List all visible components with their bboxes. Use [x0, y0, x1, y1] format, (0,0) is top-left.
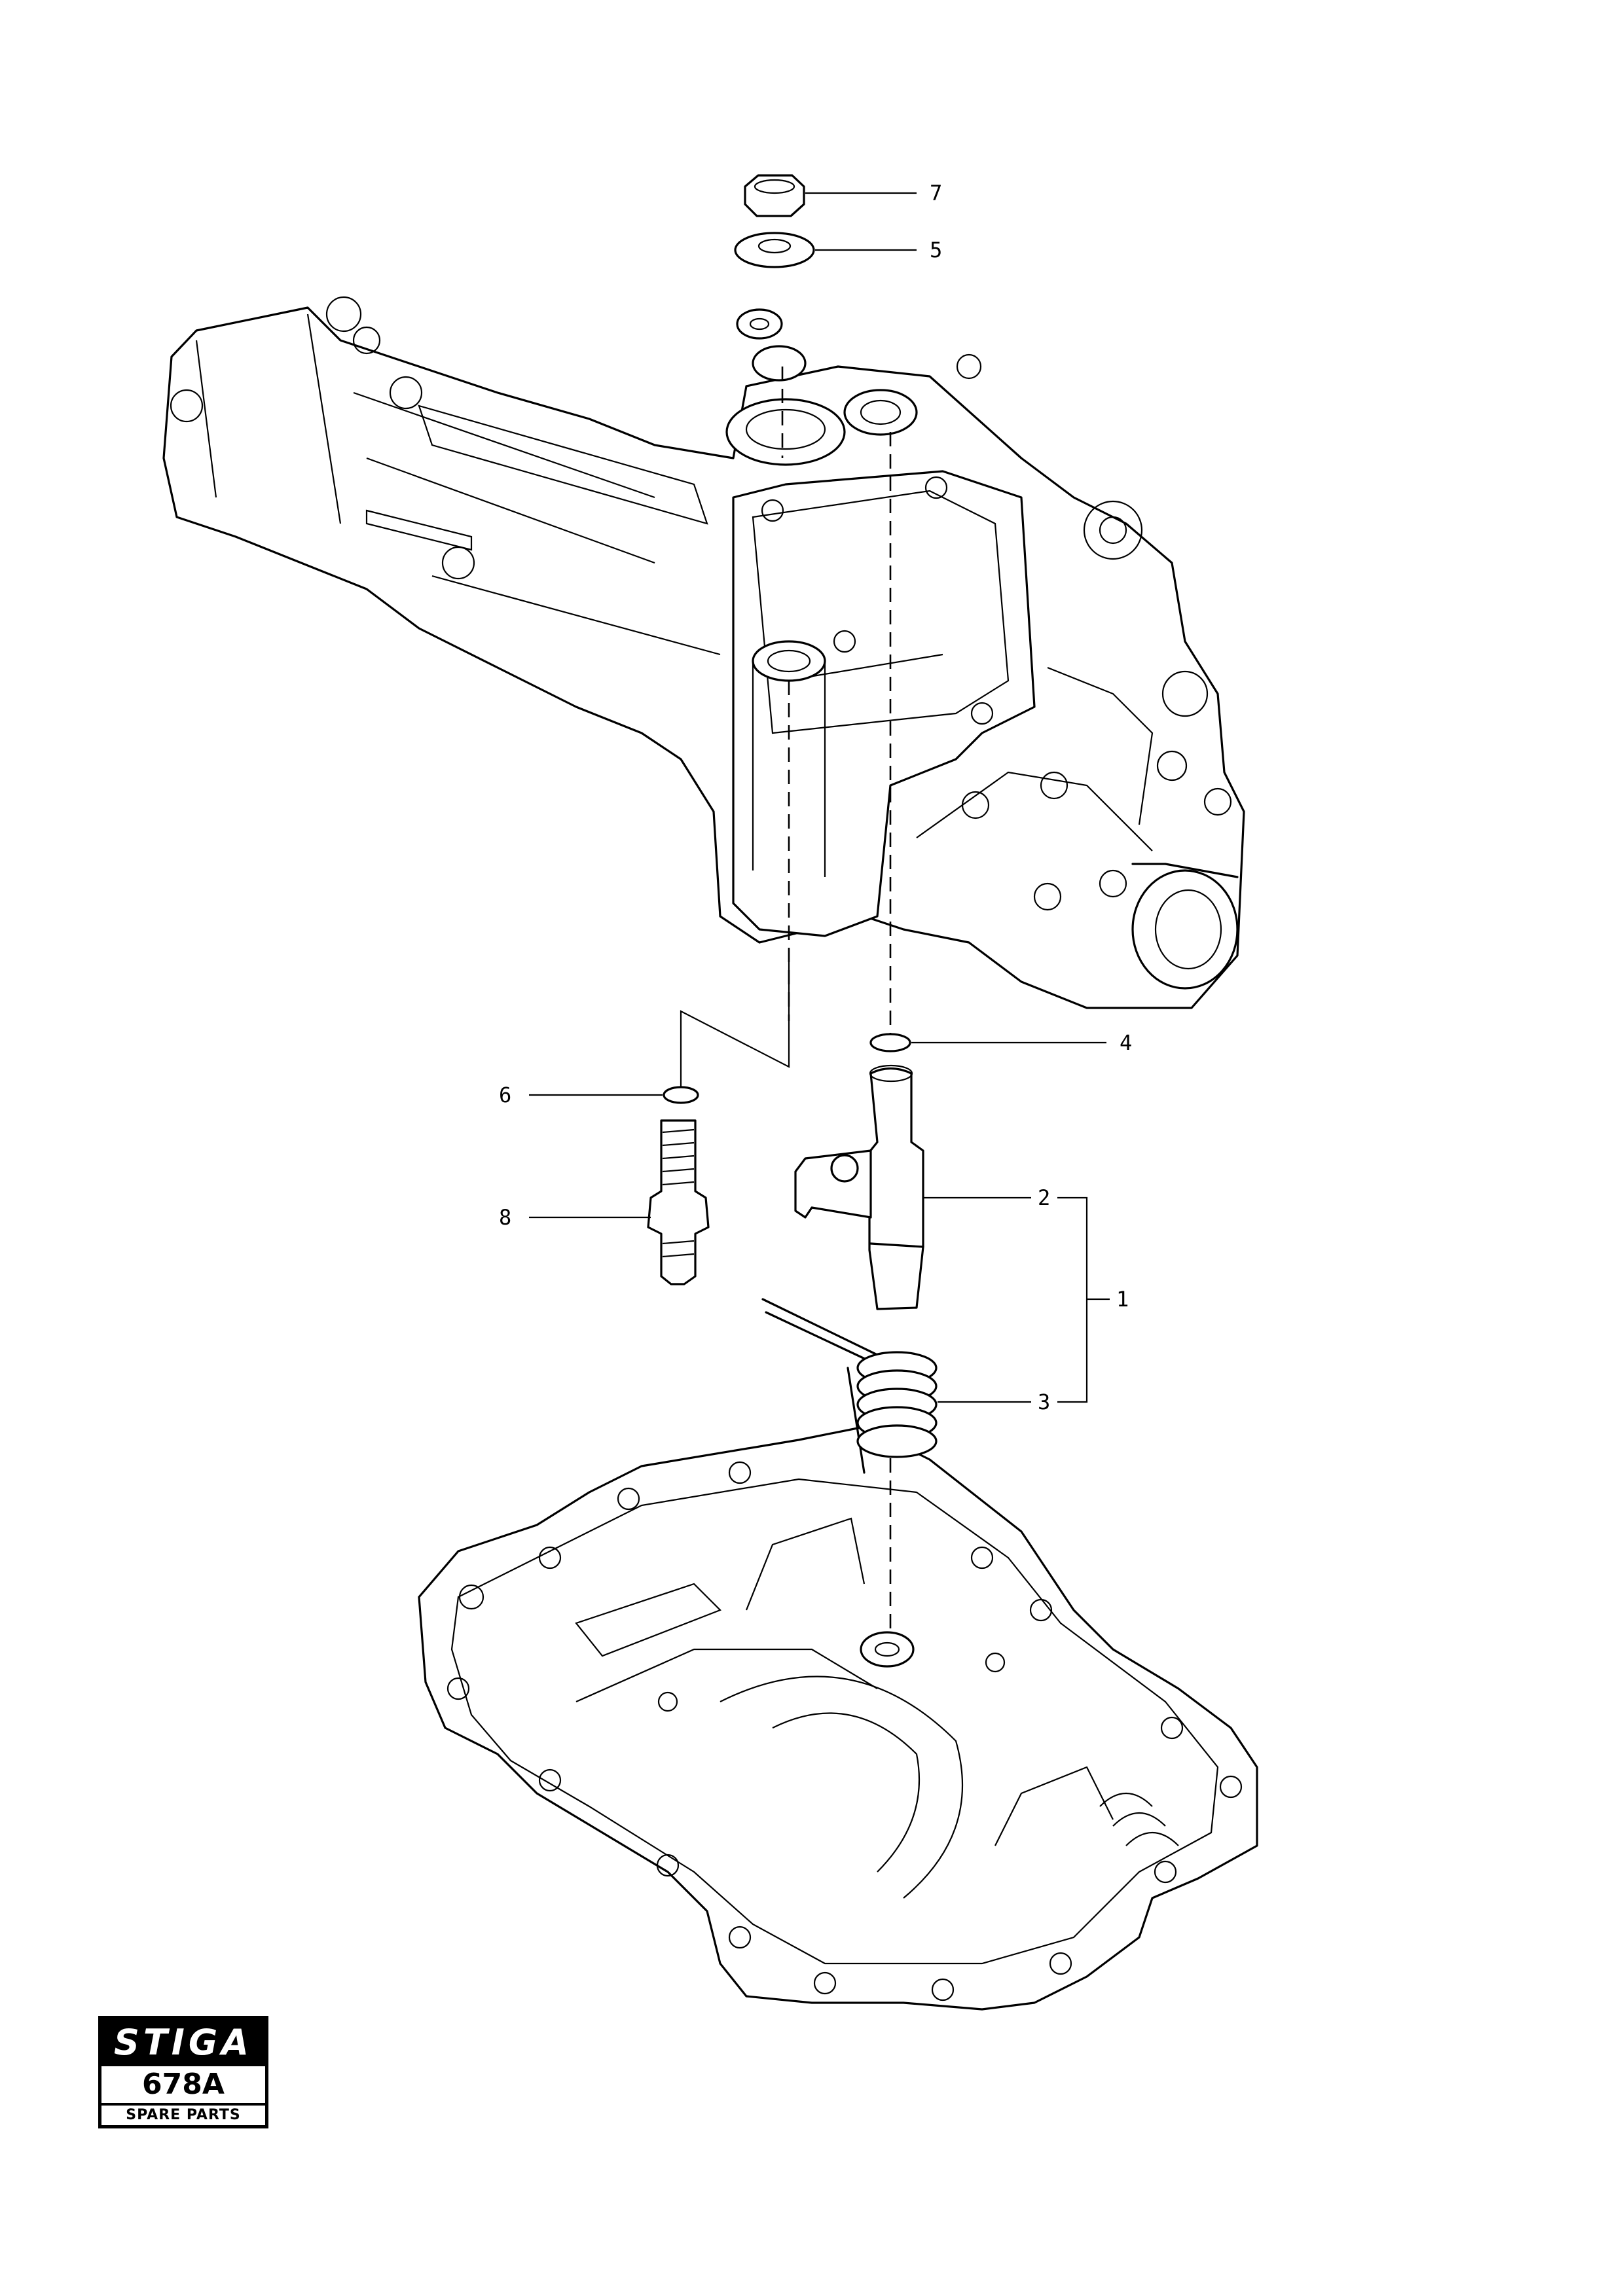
lower-housing: [418, 1426, 1258, 2011]
callout-7: 7: [930, 181, 942, 206]
callout-3: 3: [1038, 1390, 1050, 1414]
callout-8: 8: [499, 1205, 511, 1230]
callout-5: 5: [930, 238, 942, 262]
upper-housing: [162, 296, 1245, 1009]
o-ring-part-6: [663, 1086, 699, 1104]
stiga-logo: STIGA 678A SPARE PARTS: [98, 2016, 268, 2128]
spring-part-3: [761, 1298, 938, 1474]
part6-leader: [680, 949, 790, 1086]
axis-lines: [781, 367, 892, 1636]
logo-model: 678A: [101, 2066, 265, 2106]
washer-part-5: [734, 232, 815, 268]
shaft-part-2: [794, 1064, 924, 1310]
callout-leaders: [529, 192, 1110, 1403]
callout-1: 1: [1116, 1287, 1129, 1312]
callout-6: 6: [499, 1083, 511, 1107]
o-ring-part-4: [869, 1033, 911, 1052]
logo-brand: STIGA: [101, 2019, 265, 2066]
callout-4: 4: [1120, 1030, 1132, 1055]
nut-part-7: [744, 174, 805, 217]
stud-part-8: [647, 1119, 710, 1285]
logo-caption: SPARE PARTS: [126, 2107, 241, 2123]
callout-2: 2: [1038, 1185, 1050, 1210]
